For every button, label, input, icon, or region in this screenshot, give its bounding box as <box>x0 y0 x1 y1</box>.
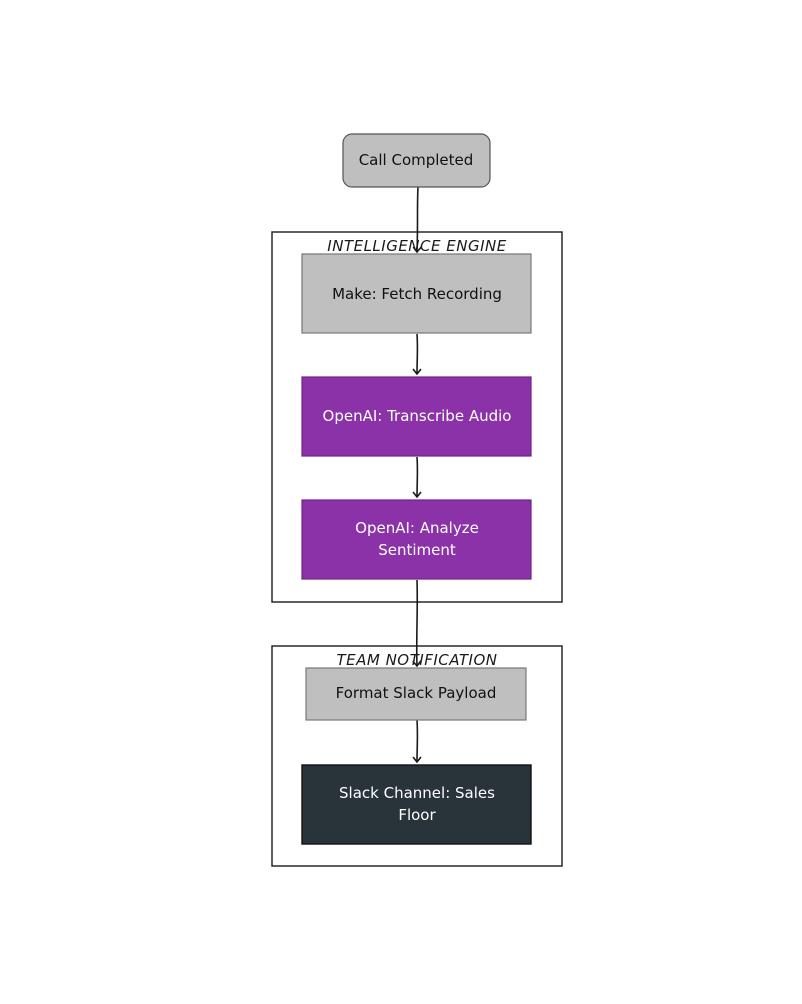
node-analyze-sentiment-label-line2: Sentiment <box>378 541 456 559</box>
node-analyze-sentiment[interactable]: OpenAI: Analyze Sentiment <box>301 499 532 580</box>
node-format-slack-payload-label: Format Slack Payload <box>336 684 497 702</box>
edge-call-to-fetch <box>412 186 422 254</box>
node-call-completed-label: Call Completed <box>359 151 474 169</box>
node-transcribe-audio-label: OpenAI: Transcribe Audio <box>323 407 512 425</box>
node-fetch-recording-label: Make: Fetch Recording <box>332 285 502 303</box>
node-transcribe-audio[interactable]: OpenAI: Transcribe Audio <box>301 376 532 457</box>
node-slack-channel[interactable]: Slack Channel: Sales Floor <box>301 764 532 845</box>
node-fetch-recording[interactable]: Make: Fetch Recording <box>301 253 532 334</box>
node-slack-channel-label-line2: Floor <box>398 806 436 824</box>
node-slack-channel-label-line1: Slack Channel: Sales <box>339 784 495 802</box>
edge-analyze-to-format <box>412 579 422 668</box>
node-call-completed[interactable]: Call Completed <box>342 133 491 188</box>
node-analyze-sentiment-label-line1: OpenAI: Analyze <box>355 519 479 537</box>
node-format-slack-payload[interactable]: Format Slack Payload <box>305 667 527 721</box>
edges <box>412 186 422 764</box>
